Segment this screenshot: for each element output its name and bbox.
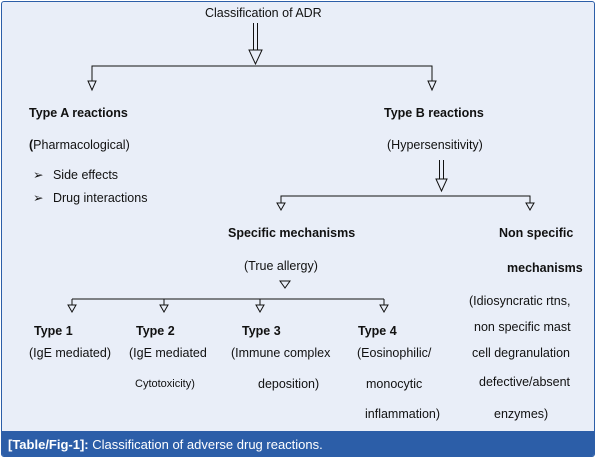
bullet-item: ➢ Drug interactions	[33, 191, 147, 206]
top-bracket	[87, 65, 437, 92]
bullet-text: Drug interactions	[52, 191, 148, 205]
bullet-text: Side effects	[52, 168, 119, 182]
specific-mechanisms-title: Specific mechanisms	[228, 226, 356, 240]
type-2-desc-line: (IgE mediated	[129, 346, 207, 360]
type-2-desc-line: Cytotoxicity)	[135, 378, 195, 390]
specific-mechanisms-subtitle: (True allergy)	[244, 259, 318, 273]
type-3-desc-line: (Immune complex	[231, 346, 331, 360]
type-1-title: Type 1	[34, 324, 73, 338]
nonspecific-desc-line: enzymes)	[494, 407, 549, 421]
type-a-subtitle-paren: (	[29, 138, 34, 152]
type-3-desc-line: deposition)	[258, 377, 320, 391]
type-4-desc-line: monocytic	[366, 377, 423, 391]
mechanisms-bracket	[276, 195, 535, 212]
type-a-subtitle-text: Pharmacological)	[33, 138, 130, 152]
type-a-title: Type A reactions	[29, 106, 128, 120]
bullet-arrow-icon: ➢	[33, 168, 44, 182]
typeb-arrow	[435, 160, 448, 193]
root-node-label: Classification of ADR	[205, 6, 322, 20]
nonspecific-desc-line: (Idiosyncratic rtns,	[469, 294, 571, 308]
allergy-arrow	[279, 280, 291, 289]
type-b-subtitle: (Hypersensitivity)	[387, 138, 483, 152]
nonspecific-desc-line: defective/absent	[479, 375, 571, 389]
type-2-title: Type 2	[136, 324, 175, 338]
type-a-subtitle: (Pharmacological)	[29, 138, 130, 153]
type-b-title: Type B reactions	[384, 106, 484, 120]
connector-canvas	[67, 23, 535, 314]
nonspecific-desc-line: non specific mast	[474, 320, 571, 334]
types-bracket	[67, 298, 389, 314]
nonspecific-title-line1: Non specific	[499, 226, 574, 240]
bullet-arrow-icon: ➢	[33, 191, 44, 205]
figure-caption: [Table/Fig-1]: Classification of adverse…	[8, 437, 323, 452]
type-4-desc-line: (Eosinophilic/	[357, 346, 432, 360]
nonspecific-title-line2: mechanisms	[507, 261, 583, 275]
caption-text: Classification of adverse drug reactions…	[88, 437, 323, 452]
type-4-title: Type 4	[358, 324, 397, 338]
root-arrow	[248, 23, 263, 66]
type-4-desc-line: inflammation)	[365, 407, 441, 421]
type-1-desc: (IgE mediated)	[29, 346, 111, 360]
caption-label: [Table/Fig-1]:	[8, 437, 89, 452]
nonspecific-desc-line: cell degranulation	[472, 346, 570, 360]
type-3-title: Type 3	[242, 324, 281, 338]
caption-bar: [Table/Fig-1]: Classification of adverse…	[2, 431, 594, 456]
bullet-item: ➢ Side effects	[33, 168, 118, 183]
